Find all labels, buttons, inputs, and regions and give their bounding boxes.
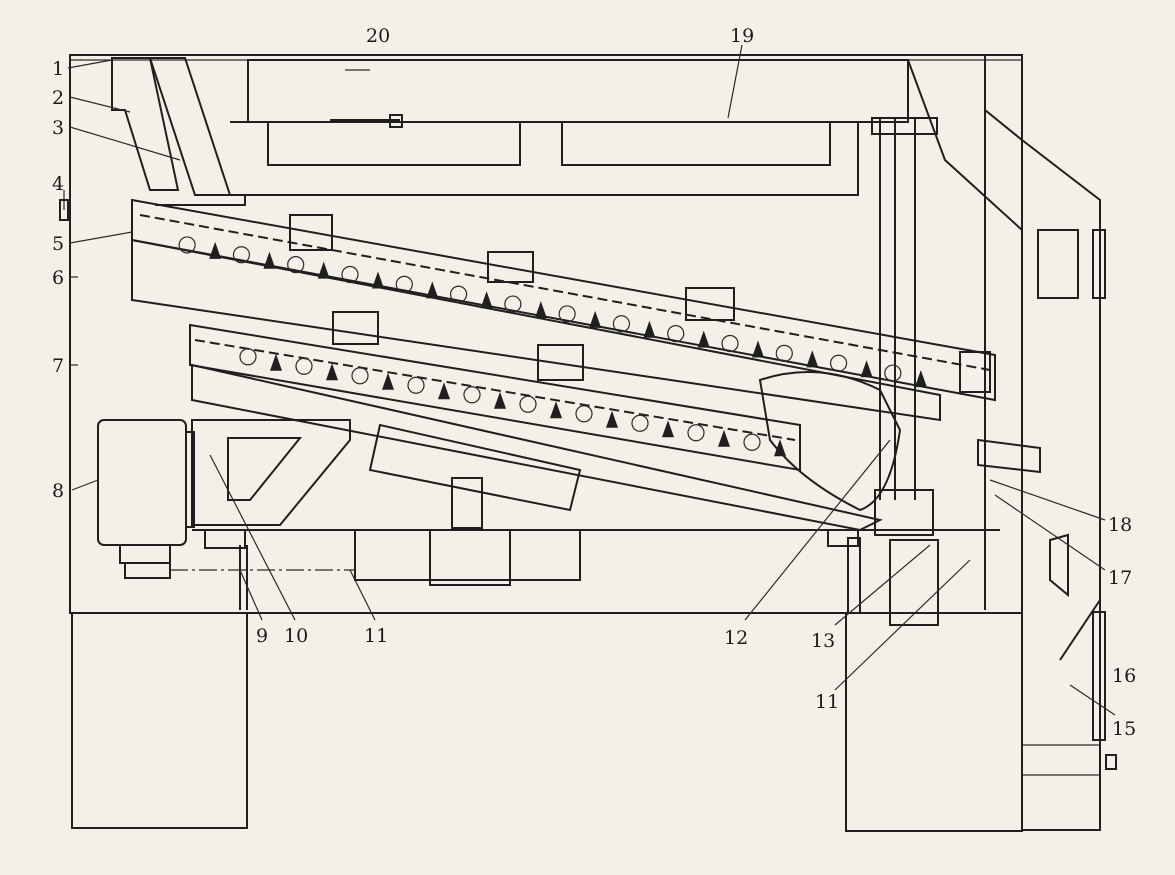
sieve-ball-divider: [263, 251, 276, 269]
drive-assembly: [97, 419, 1000, 626]
sieve-balls: [178, 236, 927, 457]
sieve-ball: [463, 386, 481, 404]
sieve-ball: [884, 364, 902, 382]
sieve-ball: [287, 256, 305, 274]
sieve-ball-divider: [752, 340, 764, 358]
label-2: 2: [52, 87, 64, 109]
sieve-ball-divider: [606, 410, 618, 428]
sieve-ball-divider: [438, 382, 450, 400]
label-5: 5: [52, 233, 64, 255]
sieve-ball-divider: [534, 301, 547, 319]
sieve-ball: [449, 285, 468, 303]
sieve-ball-divider: [662, 420, 674, 438]
sieve-ball-divider: [209, 241, 222, 259]
label-6: 6: [52, 267, 64, 289]
label-8: 8: [52, 480, 64, 502]
label-11: 11: [364, 625, 388, 647]
label-1: 1: [52, 58, 64, 80]
sieve-ball-divider: [860, 360, 873, 378]
sieve-ball-divider: [494, 391, 506, 409]
leader-lines: [59, 44, 1116, 716]
sieve-ball: [721, 334, 739, 353]
part-labels: 1 2 3 4 5 6 7 8 9 10 11 12 13 11 15 16 1…: [52, 25, 1136, 740]
sieve-ball-divider: [550, 401, 562, 419]
label-17: 17: [1108, 567, 1132, 589]
label-7: 7: [52, 355, 64, 377]
label-18: 18: [1108, 514, 1132, 536]
sieve-ball-divider: [914, 370, 927, 388]
sieve-ball: [407, 376, 425, 394]
upper-sieve-deck: [131, 198, 996, 422]
sieve-ball-divider: [317, 261, 330, 279]
label-20: 20: [366, 25, 390, 47]
sieve-ball: [743, 433, 761, 451]
label-15: 15: [1112, 718, 1136, 740]
label-3: 3: [52, 117, 64, 139]
sieve-ball: [504, 295, 522, 313]
sieve-ball: [519, 395, 537, 413]
sieve-ball: [232, 246, 251, 264]
sieve-ball-divider: [697, 330, 710, 348]
sieve-ball: [558, 305, 576, 323]
label-11-second: 11: [815, 691, 839, 713]
sieve-ball: [687, 424, 705, 442]
lower-sieve-deck: [189, 311, 1041, 532]
sieve-ball: [575, 405, 593, 423]
sieve-ball-divider: [382, 372, 394, 390]
sieve-ball: [239, 348, 257, 366]
sieve-ball-divider: [718, 429, 730, 447]
sieve-ball: [775, 344, 793, 362]
sieve-ball-divider: [480, 291, 493, 309]
label-9: 9: [256, 625, 268, 647]
sieve-ball: [395, 275, 413, 293]
sieve-ball: [341, 265, 359, 284]
sieve-ball: [295, 357, 313, 375]
sieve-ball-divider: [426, 281, 439, 299]
sieve-ball-divider: [589, 310, 602, 328]
sieve-ball-divider: [643, 320, 656, 338]
sieve-ball-divider: [326, 363, 338, 381]
label-19: 19: [730, 25, 754, 47]
sieve-ball-divider: [806, 350, 819, 368]
label-13: 13: [811, 630, 835, 652]
feed-hopper: [111, 57, 909, 206]
sieve-ball: [631, 414, 649, 432]
sieve-ball-divider: [774, 439, 786, 457]
label-10: 10: [284, 625, 308, 647]
label-16: 16: [1112, 665, 1136, 687]
label-12: 12: [724, 627, 748, 649]
sieve-ball: [667, 325, 685, 343]
sieve-ball: [178, 236, 196, 254]
label-4: 4: [52, 173, 64, 195]
sieve-ball-divider: [270, 353, 282, 371]
sieve-ball: [351, 367, 369, 385]
discharge-chute: [871, 59, 1117, 831]
sieve-ball-divider: [372, 271, 384, 289]
frame: [69, 54, 1023, 832]
sieve-ball: [829, 354, 848, 372]
sieve-ball: [612, 315, 631, 333]
